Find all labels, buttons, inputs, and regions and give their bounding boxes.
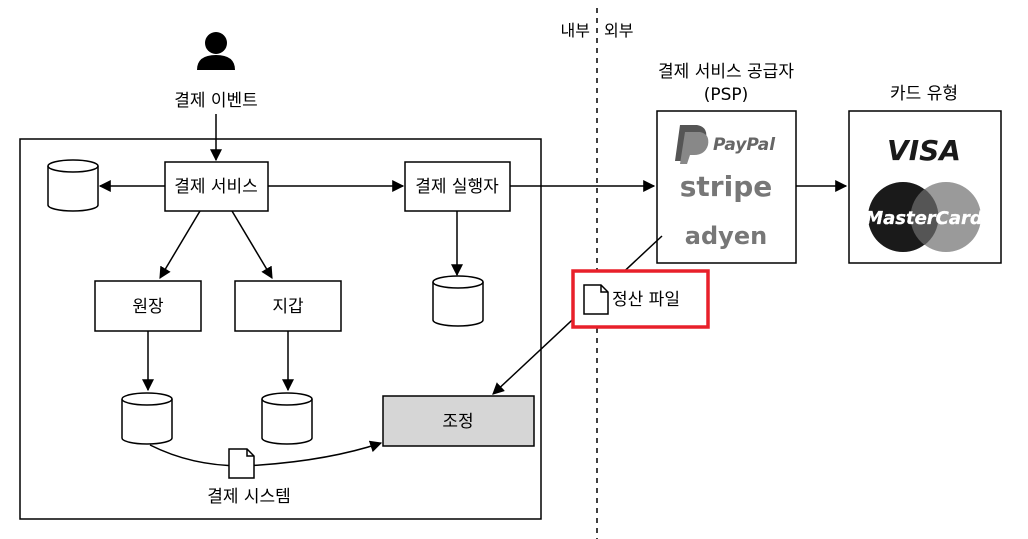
database-icon <box>121 392 173 445</box>
payment-system-container <box>19 138 542 520</box>
wallet-label: 지갑 <box>272 297 304 317</box>
database-icon <box>261 392 313 445</box>
adyen-label: adyen <box>685 222 767 250</box>
arrow-service-to-ledger <box>159 210 201 280</box>
card-title: 카드 유형 <box>890 84 958 104</box>
payment-executor-box <box>404 161 511 212</box>
arrow-ledger-db-to-reconciliation <box>149 440 383 467</box>
outside-label: 외부 <box>604 21 633 40</box>
payment-executor-label: 결제 실행자 <box>415 177 499 197</box>
paypal-logo: PayPal <box>675 125 776 164</box>
document-icon <box>228 448 255 479</box>
inside-label: 내부 <box>561 21 590 40</box>
reconciliation-label: 조정 <box>442 412 473 432</box>
settlement-label: 정산 파일 <box>612 290 680 310</box>
arrow-service-to-wallet <box>231 210 273 280</box>
database-icon <box>47 159 99 212</box>
psp-title-line1: 결제 서비스 공급자 <box>658 62 794 82</box>
reconciliation-box <box>382 395 535 447</box>
mastercard-logo: MasterCard <box>865 182 984 252</box>
visa-label: VISA <box>887 134 961 167</box>
paypal-label: PayPal <box>713 135 776 155</box>
wallet-box <box>234 280 342 332</box>
document-icon <box>583 284 609 315</box>
payment-system-label: 결제 시스템 <box>207 487 291 507</box>
person-icon <box>197 32 235 70</box>
actor-label: 결제 이벤트 <box>174 91 258 111</box>
ledger-label: 원장 <box>132 297 164 317</box>
stripe-label: stripe <box>680 170 773 203</box>
mastercard-label: MasterCard <box>865 208 984 229</box>
database-icon <box>432 275 484 327</box>
ledger-box <box>94 280 202 332</box>
psp-title-line2: (PSP) <box>704 85 749 105</box>
payment-service-label: 결제 서비스 <box>174 177 258 197</box>
